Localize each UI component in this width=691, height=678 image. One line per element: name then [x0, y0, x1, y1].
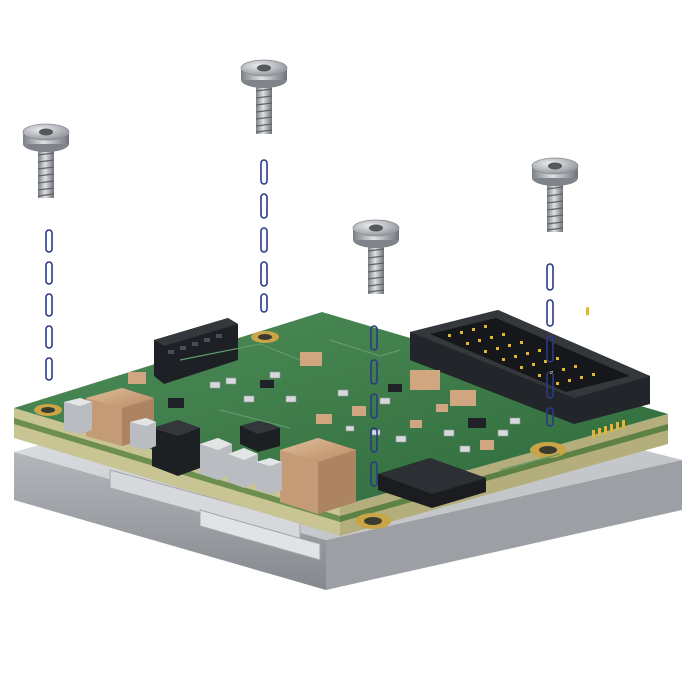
base-plate-step-2 — [199, 509, 321, 561]
mounting-hole-right — [530, 442, 566, 458]
assembly-guide-lines — [45, 159, 554, 487]
power-ic — [378, 458, 486, 508]
mosfet-chip — [152, 420, 200, 476]
board-connector — [410, 310, 650, 424]
mounting-hole-front — [355, 513, 391, 529]
base-plate-side-left — [14, 452, 326, 590]
guide-line-back — [260, 159, 268, 313]
small-resistors — [209, 371, 521, 453]
edge-pads — [586, 306, 625, 438]
screw-center — [352, 219, 400, 295]
header-connector — [154, 318, 238, 384]
guide-line-center — [370, 325, 378, 487]
small-ics — [168, 380, 486, 428]
mosfet-chip-2 — [240, 420, 280, 452]
pcb-traces — [179, 339, 561, 471]
small-passives — [128, 352, 494, 450]
base-plate-side-right — [326, 460, 682, 590]
guide-line-right — [546, 263, 554, 427]
screw-left — [22, 123, 70, 199]
screw-right — [531, 157, 579, 233]
guide-line-left — [45, 229, 53, 381]
screw-back-left — [240, 59, 288, 135]
mounting-hole-left — [34, 404, 62, 416]
capacitor-row — [64, 398, 282, 494]
mounting-hole-back — [251, 331, 279, 343]
inductor-large — [280, 438, 356, 514]
pcb-components — [64, 310, 650, 514]
